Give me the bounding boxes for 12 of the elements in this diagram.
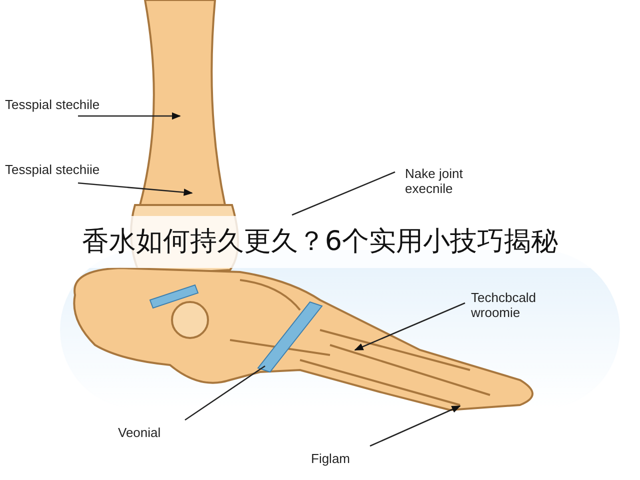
leader-line: [184, 365, 266, 421]
leader-line: [292, 171, 396, 216]
part-label: Figlam: [311, 451, 411, 466]
leader-arrow: [78, 182, 193, 196]
part-label: Techcbcald wroomie: [471, 290, 581, 320]
leader-arrow: [370, 405, 461, 447]
part-label: Veonial: [118, 425, 218, 440]
part-label: Nake joint execnile: [405, 166, 505, 196]
leader-arrow: [354, 302, 466, 351]
leader-arrow: [78, 112, 181, 120]
part-label: Tesspial stechile: [5, 97, 105, 112]
part-label: Tesspial stechiie: [5, 162, 105, 177]
